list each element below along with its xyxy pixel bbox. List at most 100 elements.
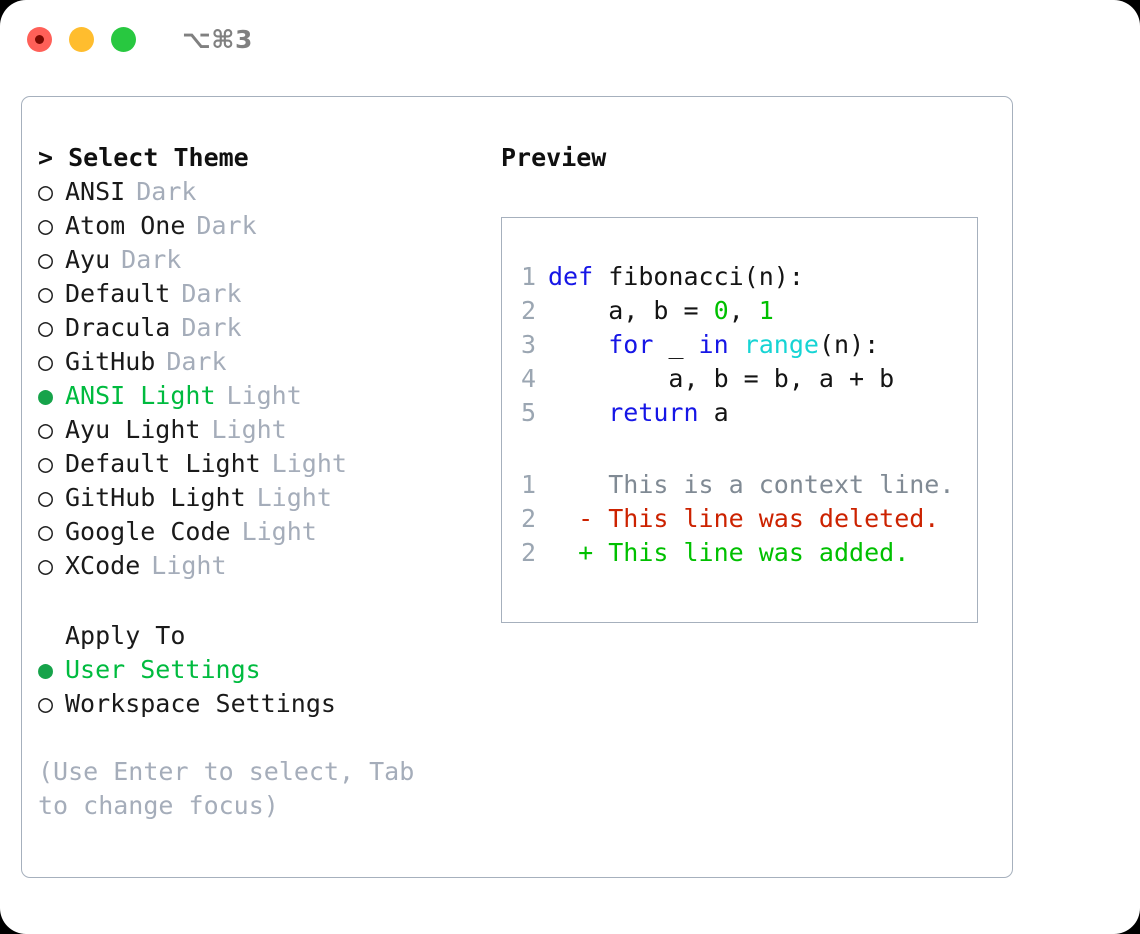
radio-unselected-icon: ○ [38,347,54,376]
diff-sample: 1 This is a context line.2 - This line w… [502,468,977,570]
theme-item[interactable]: ○ Atom One Dark [38,209,488,243]
radio-unselected-icon: ○ [38,279,54,308]
code-token: def [548,262,609,291]
apply-to-option[interactable]: ○ Workspace Settings [38,687,488,721]
apply-to-label: Apply To [65,621,186,650]
theme-name: ANSI [65,177,126,206]
diff-text: - This line was deleted. [548,502,939,536]
theme-name: Google Code [65,517,231,546]
line-number: 5 [520,398,536,427]
diff-line: 2 - This line was deleted. [502,502,977,536]
line-number: 2 [520,296,536,325]
close-button[interactable] [27,26,52,52]
code-text: return a [548,396,728,430]
code-line: 3 for _ in range(n): [502,328,977,362]
maximize-button[interactable] [111,26,136,52]
code-token: in [698,330,744,359]
code-line: 2 a, b = 0, 1 [502,294,977,328]
apply-to-option-label: Workspace Settings [65,689,336,718]
apply-to-option[interactable]: ● User Settings [38,653,488,687]
code-token: return [608,398,714,427]
code-token [548,330,608,359]
theme-kind-badge: Dark [136,177,197,206]
radio-unselected-icon: ○ [38,245,54,274]
theme-item[interactable]: ○ GitHub Dark [38,345,488,379]
code-token: 1 [758,296,774,325]
code-token: fibonacci(n): [608,262,804,291]
radio-unselected-icon: ○ [38,483,54,512]
theme-name: Atom One [65,211,186,240]
theme-name: Dracula [65,313,171,342]
line-number: 1 [520,262,536,291]
title-bar: ⌥⌘3 [0,0,1140,78]
code-token: _ [668,330,699,359]
radio-unselected-icon: ○ [38,177,54,206]
radio-selected-icon: ● [38,381,54,410]
theme-kind-badge: Dark [196,211,257,240]
keyboard-shortcut-label: ⌥⌘3 [182,24,253,54]
theme-item[interactable]: ○ XCode Light [38,549,488,583]
window-controls [27,26,136,52]
line-number: 1 [520,470,536,499]
theme-name: GitHub [65,347,156,376]
keyboard-hint-text: (Use Enter to select, Tab to change focu… [38,757,415,820]
theme-kind-badge: Dark [121,245,182,274]
code-text: a, b = 0, 1 [548,294,774,328]
theme-item[interactable]: ○ Default Dark [38,277,488,311]
theme-name: Default [65,279,171,308]
radio-unselected-icon: ○ [38,689,54,718]
diff-text: + This line was added. [548,536,909,570]
code-line: 5 return a [502,396,977,430]
code-token: range [743,330,819,359]
diff-line: 2 + This line was added. [502,536,977,570]
line-number: 2 [520,538,536,567]
radio-unselected-icon: ○ [38,211,54,240]
code-line: 4 a, b = b, a + b [502,362,977,396]
code-token: a, b = [548,296,714,325]
radio-unselected-icon: ○ [38,517,54,546]
code-token: (n): [818,330,880,359]
theme-item[interactable]: ○ Google Code Light [38,515,488,549]
line-number: 2 [520,504,536,533]
theme-name: ANSI Light [65,381,216,410]
theme-kind-badge: Dark [166,347,227,376]
code-token: , [728,296,759,325]
diff-line: 1 This is a context line. [502,468,977,502]
diff-marker [548,470,608,499]
theme-kind-badge: Light [211,415,287,444]
theme-kind-badge: Light [226,381,302,410]
apply-to-group: Apply To ● User Settings ○ Workspace Settin… [38,619,488,721]
radio-unselected-icon: ○ [38,313,54,342]
theme-kind-badge: Dark [181,279,242,308]
theme-name: XCode [65,551,141,580]
minimize-button[interactable] [69,26,94,52]
theme-name: GitHub Light [65,483,246,512]
theme-kind-badge: Light [241,517,317,546]
theme-kind-badge: Light [151,551,227,580]
code-text: def fibonacci(n): [548,260,804,294]
line-number: 3 [520,330,536,359]
diff-content: This line was deleted. [608,504,940,533]
line-number: 4 [520,364,536,393]
radio-unselected-icon: ○ [38,551,54,580]
theme-item[interactable]: ○ ANSI Dark [38,175,488,209]
radio-selected-icon: ● [38,655,54,684]
apply-to-option-label: User Settings [65,655,261,684]
diff-content: This is a context line. [608,470,955,499]
theme-kind-badge: Light [271,449,347,478]
diff-marker: + [548,538,609,567]
diff-marker: - [548,504,609,533]
theme-item[interactable]: ● ANSI Light Light [38,379,488,413]
theme-kind-badge: Light [256,483,332,512]
theme-item[interactable]: ○ GitHub Light Light [38,481,488,515]
